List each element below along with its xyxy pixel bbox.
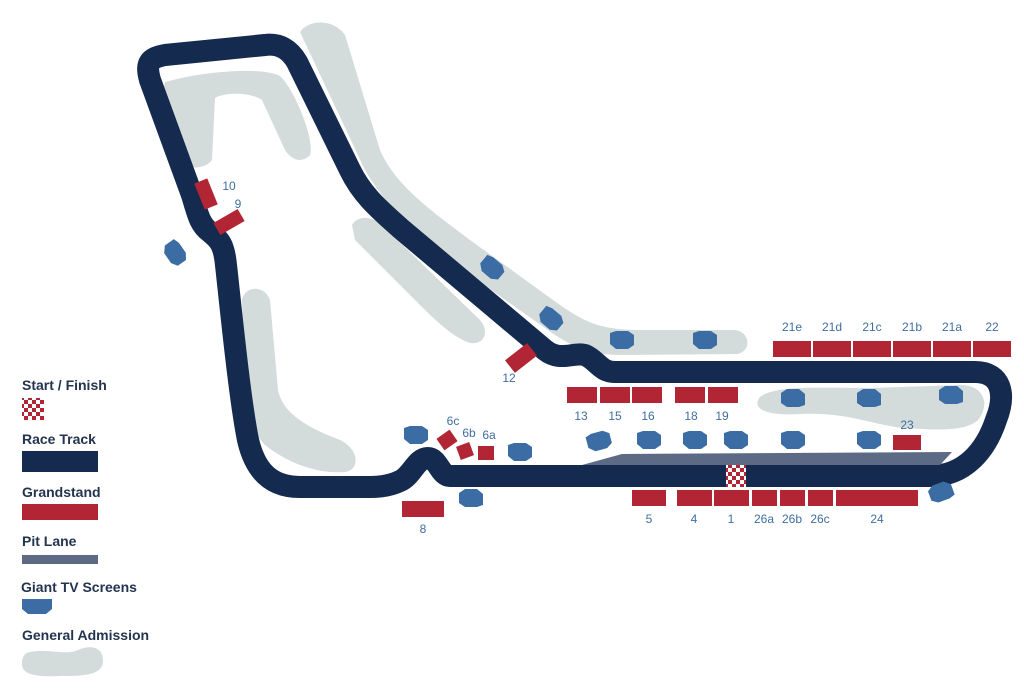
race-track [137,33,1012,498]
grandstand-22 [973,341,1011,357]
tv-screen-icon [459,489,483,507]
grandstand-21c [853,341,891,357]
grandstand-26b [780,490,805,506]
grandstand-26a [752,490,777,506]
label-26c: 26c [810,512,829,526]
tv-screen-icon [404,426,428,444]
grandstand-19 [708,387,738,403]
tv-screen-icon [857,389,881,407]
tv-screen-icon [781,389,805,407]
label-23: 23 [900,418,914,432]
grandstand-21e [773,341,811,357]
tv-screen-icon [508,443,532,461]
legend-tv-screens-label: Giant TV Screens [21,579,137,595]
pit-lane [582,452,952,465]
grandstand-10 [194,178,218,210]
grandstand-21d [813,341,851,357]
label-21b: 21b [902,320,922,334]
label-19: 19 [715,409,729,423]
grandstand-18 [675,387,705,403]
grandstand-6c [436,429,458,451]
label-21d: 21d [822,320,842,334]
label-22: 22 [985,320,999,334]
grandstand-9 [213,208,245,236]
label-18: 18 [684,409,698,423]
legend-tv-screen-icon [22,599,52,614]
ga-area-inner-diagonal [352,217,485,344]
tv-screen-icon [160,238,190,268]
legend-general-admission-label: General Admission [22,627,149,643]
label-9: 9 [235,197,242,211]
grandstand-4 [677,490,712,506]
legend-pit-lane-swatch [22,555,98,564]
grandstand-21b [893,341,931,357]
tv-screen-icon [939,386,963,404]
grandstand-5 [632,490,666,506]
grandstand-23 [893,435,921,450]
legend-general-admission-swatch [22,647,104,677]
tv-screen-icon [610,331,634,349]
label-13: 13 [574,409,588,423]
legend-race-track-swatch [22,451,98,472]
ga-area-north [163,70,311,168]
legend-checkered-flag-icon [22,398,44,420]
grandstand-8 [402,501,444,517]
tv-screen-icon [637,431,661,449]
label-16: 16 [641,409,655,423]
legend-race-track-label: Race Track [22,431,96,447]
ga-area-parabolica-inner [757,385,985,430]
ga-area-lesmo-outer [300,22,748,355]
label-26a: 26a [754,512,774,526]
label-1: 1 [728,512,735,526]
tv-screen-icon [693,331,717,349]
label-4: 4 [691,512,698,526]
tv-screen-icon [585,429,613,453]
legend-grandstand-label: Grandstand [22,484,101,500]
grandstand-16 [632,387,662,403]
label-6a: 6a [482,428,496,442]
tv-screen-icon [781,431,805,449]
label-8: 8 [420,522,427,536]
legend-start-finish-label: Start / Finish [22,377,107,393]
legend-pit-lane-label: Pit Lane [22,533,77,549]
grandstand-6a [478,446,494,460]
label-21e: 21e [782,320,802,334]
grandstand-26c [808,490,833,506]
grandstand-15 [600,387,630,403]
label-21a: 21a [942,320,962,334]
label-10: 10 [222,179,236,193]
grandstand-6b [456,442,474,460]
label-21c: 21c [862,320,881,334]
tv-screen-icon [857,431,881,449]
tv-screen-icon [683,431,707,449]
grandstand-labels: 21e 21d 21c 21b 21a 22 13 15 16 18 19 23… [222,179,999,536]
label-5: 5 [646,512,653,526]
grandstands [194,178,1011,517]
legend-grandstand-swatch [22,504,98,520]
label-6b: 6b [462,426,476,440]
start-finish-line [726,465,746,487]
label-6c: 6c [447,414,460,428]
legend: Start / Finish Race Track Grandstand Pit… [21,377,149,677]
tv-screen-icon [724,431,748,449]
label-24: 24 [870,512,884,526]
label-12: 12 [502,371,516,385]
general-admission-areas [163,22,985,473]
grandstand-21a [933,341,971,357]
grandstand-12 [505,343,537,373]
grandstand-24 [836,490,918,506]
grandstand-1 [714,490,749,506]
label-15: 15 [608,409,622,423]
label-26b: 26b [782,512,802,526]
grandstand-13 [567,387,597,403]
ga-area-inner-left [242,288,356,473]
